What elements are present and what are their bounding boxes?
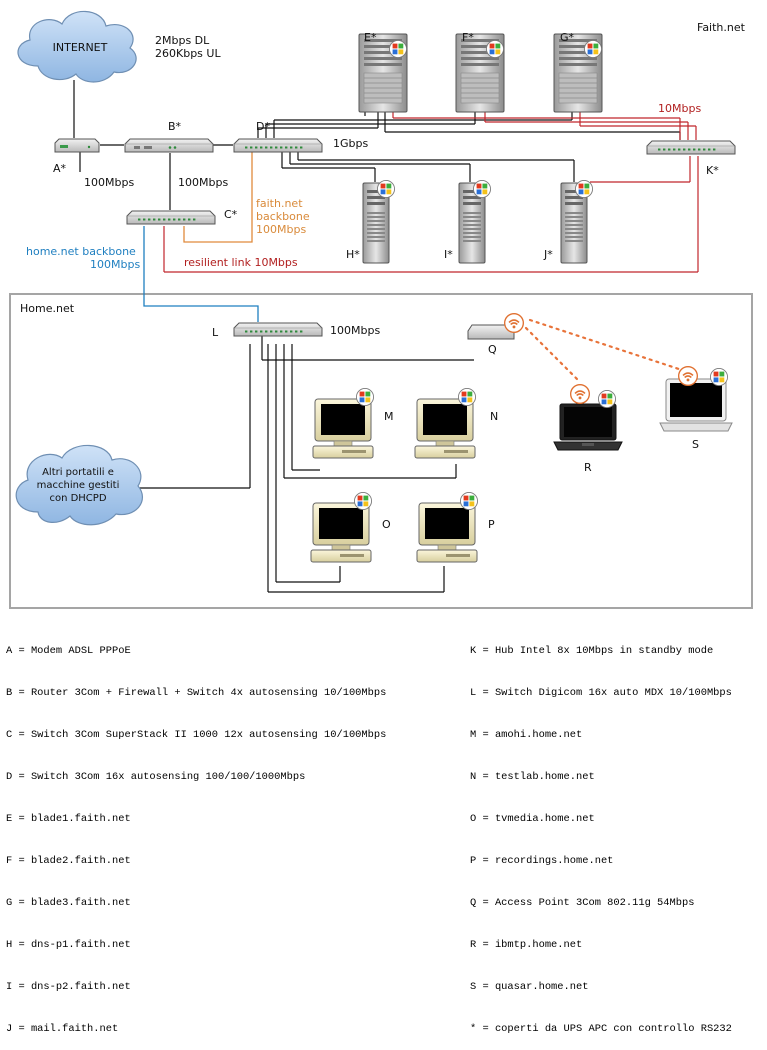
windows-icon xyxy=(354,492,372,510)
dhcp-label-line-3: con DHCPD xyxy=(49,493,106,504)
home-net-frame xyxy=(9,293,753,609)
legend-item: H = dns-p1.faith.net xyxy=(6,939,131,951)
link-d-speed: 1Gbps xyxy=(333,137,368,150)
home-backbone-label-2: 100Mbps xyxy=(90,258,140,271)
legend-item: P = recordings.home.net xyxy=(470,855,614,867)
legend-item: A = Modem ADSL PPPoE xyxy=(6,645,131,657)
link-k-speed: 10Mbps xyxy=(658,102,701,115)
label-m: M xyxy=(384,410,394,423)
faith-net-title: Faith.net xyxy=(697,21,746,34)
label-r: R xyxy=(584,461,592,474)
label-i: I* xyxy=(444,248,453,261)
legend-item: M = amohi.home.net xyxy=(470,729,583,741)
dhcp-cloud: Altri portatili e macchine gestiti con D… xyxy=(15,444,144,526)
windows-icon xyxy=(377,180,395,198)
legend-item: L = Switch Digicom 16x auto MDX 10/100Mb… xyxy=(470,687,732,699)
label-f: F* xyxy=(462,31,474,44)
legend-item: K = Hub Intel 8x 10Mbps in standby mode xyxy=(470,645,714,657)
label-j: J* xyxy=(543,248,553,261)
legend-left: A = Modem ADSL PPPoE B = Router 3Com + F… xyxy=(6,616,386,1050)
home-backbone-label-1: home.net backbone xyxy=(26,245,136,258)
resilient-link-label: resilient link 10Mbps xyxy=(184,256,298,269)
router-b xyxy=(124,138,214,153)
windows-icon xyxy=(460,492,478,510)
legend-item: D = Switch 3Com 16x autosensing 100/100/… xyxy=(6,771,306,783)
wan-download: 2Mbps DL xyxy=(155,34,210,47)
home-backbone-cable xyxy=(143,226,259,322)
laptop-s xyxy=(659,378,733,432)
windows-icon xyxy=(389,40,407,58)
modem-a xyxy=(54,138,100,153)
dhcp-label-line-2: macchine gestiti xyxy=(37,480,120,491)
legend-item: B = Router 3Com + Firewall + Switch 4x a… xyxy=(6,687,387,699)
windows-icon xyxy=(356,388,374,406)
wan-upload: 260Kbps UL xyxy=(155,47,221,60)
legend-item: E = blade1.faith.net xyxy=(6,813,131,825)
label-p: P xyxy=(488,518,495,531)
windows-icon xyxy=(486,40,504,58)
wifi-icon xyxy=(570,384,590,404)
legend-item: I = dns-p2.faith.net xyxy=(6,981,131,993)
label-e: E* xyxy=(364,31,377,44)
windows-icon xyxy=(575,180,593,198)
desktop-p xyxy=(416,502,478,563)
faith-backbone-label-2: backbone xyxy=(256,210,310,223)
legend-item: C = Switch 3Com SuperStack II 1000 12x a… xyxy=(6,729,387,741)
dhcp-label-line-1: Altri portatili e xyxy=(42,467,114,478)
desktop-m xyxy=(312,398,374,459)
label-c: C* xyxy=(224,208,238,221)
label-n: N xyxy=(490,410,498,423)
windows-icon xyxy=(458,388,476,406)
legend-item: S = quasar.home.net xyxy=(470,981,589,993)
label-o: O xyxy=(382,518,391,531)
switch-l xyxy=(233,322,323,337)
legend-item: R = ibmtp.home.net xyxy=(470,939,583,951)
laptop-r xyxy=(553,403,623,451)
link-a-b-speed: 100Mbps xyxy=(84,176,134,189)
wifi-icon xyxy=(678,366,698,386)
faith-backbone-label-1: faith.net xyxy=(256,197,303,210)
legend-item: Q = Access Point 3Com 802.11g 54Mbps xyxy=(470,897,695,909)
label-g: G* xyxy=(560,31,575,44)
faith-backbone-label-3: 100Mbps xyxy=(256,223,306,236)
access-point-q xyxy=(467,313,524,340)
desktop-o xyxy=(310,502,372,563)
legend-item: G = blade3.faith.net xyxy=(6,897,131,909)
label-b: B* xyxy=(168,120,182,133)
label-k: K* xyxy=(706,164,719,177)
legend-item: F = blade2.faith.net xyxy=(6,855,131,867)
label-h: H* xyxy=(346,248,360,261)
legend-right: K = Hub Intel 8x 10Mbps in standby mode … xyxy=(470,616,732,1050)
label-s: S xyxy=(692,438,699,451)
desktop-n xyxy=(414,398,476,459)
windows-icon xyxy=(710,368,728,386)
label-l: L xyxy=(212,326,219,339)
home-net-title: Home.net xyxy=(20,302,75,315)
link-b-c-speed: 100Mbps xyxy=(178,176,228,189)
wifi-icon xyxy=(504,313,524,333)
internet-cloud: INTERNET xyxy=(17,10,137,83)
windows-icon xyxy=(584,40,602,58)
windows-icon xyxy=(473,180,491,198)
legend-item: J = mail.faith.net xyxy=(6,1023,119,1035)
legend-item: O = tvmedia.home.net xyxy=(470,813,595,825)
switch-c xyxy=(126,210,216,225)
label-d: D* xyxy=(256,120,270,133)
link-l-speed: 100Mbps xyxy=(330,324,380,337)
switch-d xyxy=(233,138,323,153)
windows-icon xyxy=(598,390,616,408)
hub-k xyxy=(646,140,736,155)
network-diagram: INTERNET Altri portatili e macchine gest… xyxy=(9,10,753,609)
label-q: Q xyxy=(488,343,497,356)
legend-item: * = coperti da UPS APC con controllo RS2… xyxy=(470,1023,732,1035)
faith-backbone-cable xyxy=(183,152,253,243)
label-a: A* xyxy=(53,162,67,175)
internet-label: INTERNET xyxy=(53,41,108,54)
legend-item: N = testlab.home.net xyxy=(470,771,595,783)
